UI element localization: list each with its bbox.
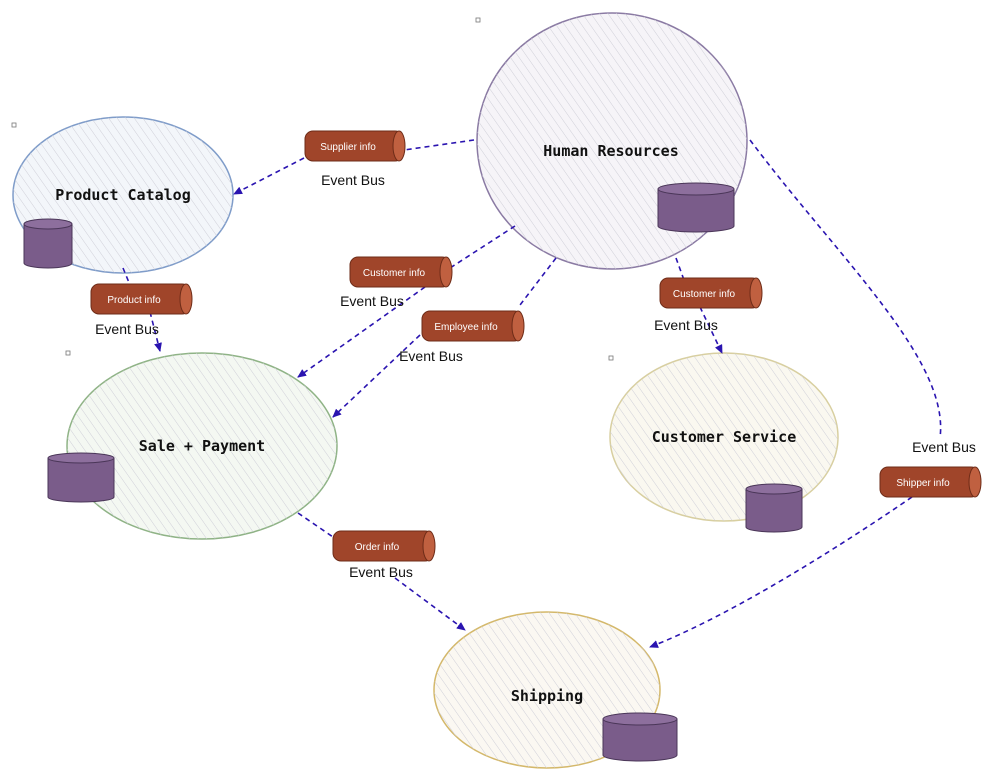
context-sale-payment-title: Sale + Payment <box>139 437 265 455</box>
database-icon <box>657 182 735 233</box>
event-bus-label: Event Bus <box>321 172 385 188</box>
database-icon <box>745 483 803 533</box>
pipe-shipper-info-label: Shipper info <box>896 478 950 489</box>
event-bus-label: Event Bus <box>912 439 976 455</box>
event-bus-label: Event Bus <box>340 293 404 309</box>
pipe-product-info[interactable]: Product info <box>90 283 193 315</box>
event-bus-label: Event Bus <box>654 317 718 333</box>
pipe-employee-info[interactable]: Employee info <box>421 310 525 342</box>
arrow-employee-info <box>333 257 557 417</box>
database-icon <box>23 218 73 269</box>
pipe-supplier-info-label: Supplier info <box>320 142 376 153</box>
pipe-customer-info-service[interactable]: Customer info <box>659 277 763 309</box>
arrow-customer-info-service <box>675 257 722 353</box>
pipe-product-info-label: Product info <box>107 295 161 306</box>
arrow-supplier-info <box>234 139 475 194</box>
arrow-product-info <box>122 267 160 351</box>
pipe-shipper-info[interactable]: Shipper info <box>879 466 982 498</box>
database-icon <box>602 712 678 762</box>
context-product-catalog-title: Product Catalog <box>55 186 190 204</box>
context-sale-payment[interactable]: Sale + Payment <box>66 352 338 540</box>
context-customer-service[interactable]: Customer Service <box>609 352 839 522</box>
context-product-catalog[interactable]: Product Catalog <box>12 116 234 274</box>
context-human-resources-title: Human Resources <box>543 142 678 160</box>
pipe-customer-info-sale-label: Customer info <box>363 268 426 279</box>
event-bus-label: Event Bus <box>399 348 463 364</box>
arrow-order-info <box>297 512 465 630</box>
pipe-supplier-info[interactable]: Supplier info <box>304 130 406 162</box>
resize-handle[interactable] <box>11 122 17 128</box>
pipe-order-info-label: Order info <box>355 542 400 553</box>
pipe-order-info[interactable]: Order info <box>332 530 436 562</box>
pipe-employee-info-label: Employee info <box>434 322 498 333</box>
arrow-customer-info-sale <box>298 225 516 377</box>
database-icon <box>47 452 115 503</box>
resize-handle[interactable] <box>65 350 71 356</box>
event-bus-label: Event Bus <box>95 321 159 337</box>
event-bus-label: Event Bus <box>349 564 413 580</box>
context-shipping-title: Shipping <box>511 687 583 705</box>
pipe-customer-info-sale[interactable]: Customer info <box>349 256 453 288</box>
resize-handle[interactable] <box>475 17 481 23</box>
pipe-customer-info-service-label: Customer info <box>673 289 736 300</box>
arrow-shipper-info <box>650 139 942 647</box>
context-customer-service-title: Customer Service <box>652 428 797 446</box>
resize-handle[interactable] <box>608 355 614 361</box>
